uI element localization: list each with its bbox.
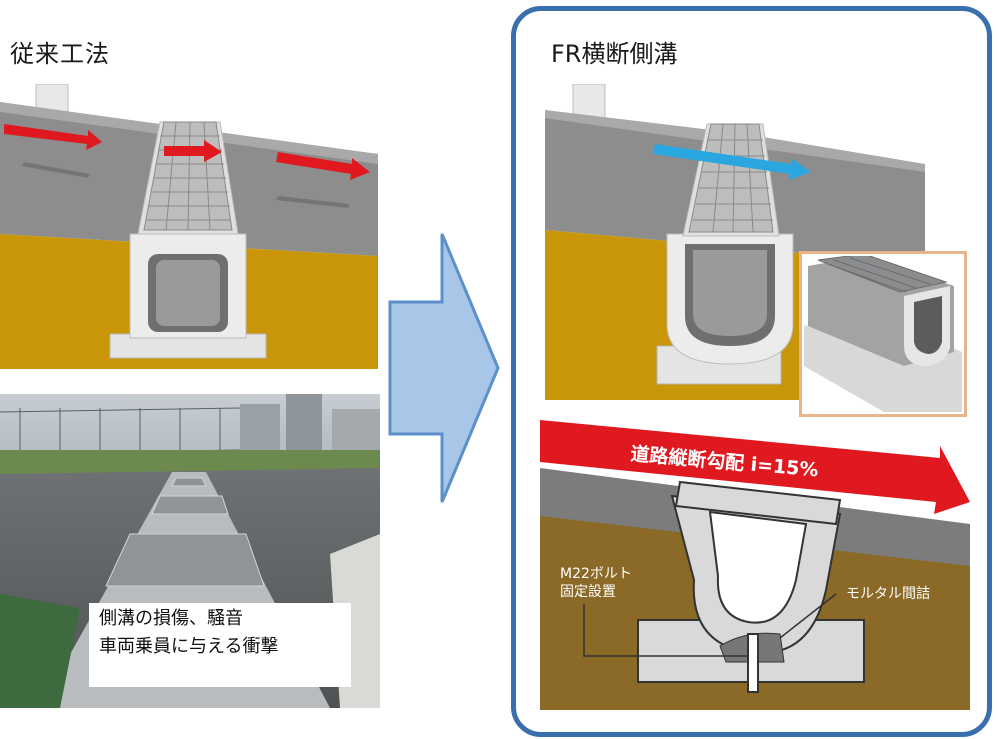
bolt-label-line-2: 固定設置	[560, 584, 616, 600]
caption-line-2: 車両乗員に与える衝撃	[99, 636, 279, 657]
conventional-method-illustration	[0, 84, 378, 369]
grating-photo	[105, 477, 265, 587]
left-title: 従来工法	[10, 40, 110, 68]
cross-section-diagram: 道路縦断勾配 i=15% M22ボルト 固定設置 モルタル間詰	[540, 420, 970, 710]
problem-caption: 側溝の損傷、騒音 車両乗員に与える衝撃	[89, 603, 351, 687]
product-photo	[804, 256, 962, 412]
bolt	[747, 633, 759, 693]
grating-fr	[688, 123, 774, 233]
lid-section	[674, 480, 842, 526]
caption-line-1: 側溝の損傷、騒音	[99, 608, 243, 629]
blue-traffic-arrow	[653, 144, 811, 180]
bolt-label-line-1: M22ボルト	[560, 566, 632, 582]
right-title: FR横断側溝	[551, 40, 678, 68]
slope-banner-arrow	[540, 420, 970, 514]
mortar-label: モルタル間詰	[846, 586, 930, 602]
transition-arrow	[388, 233, 500, 503]
red-traffic-arrows	[4, 124, 370, 180]
